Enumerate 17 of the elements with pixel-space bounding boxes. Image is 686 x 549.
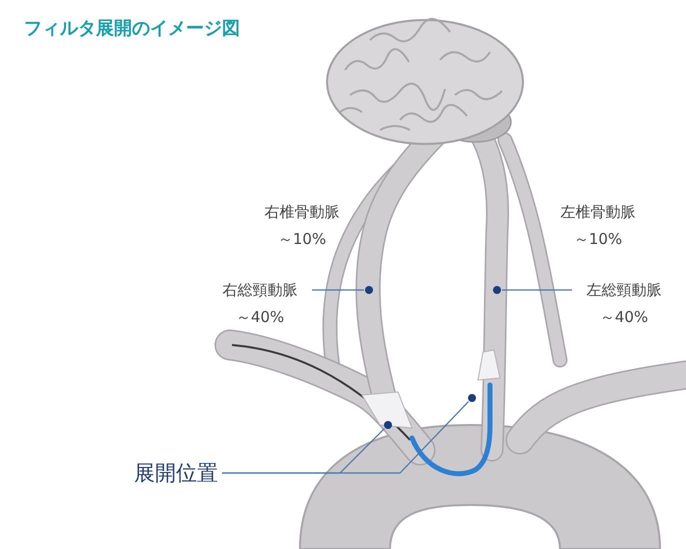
artery-name: 右総頸動脈 bbox=[222, 280, 298, 301]
percentage-text: ～10% bbox=[276, 230, 328, 249]
leader-dot bbox=[492, 285, 502, 295]
leader-dot bbox=[383, 420, 393, 430]
leader-line bbox=[222, 401, 469, 474]
artery-name: 左総頸動脈 bbox=[586, 280, 662, 301]
artery-name: 右椎骨動脈 bbox=[264, 203, 340, 222]
percentage-text: ～40% bbox=[234, 307, 286, 328]
percentage-text: ～10% bbox=[572, 230, 624, 249]
percentage-text: ～40% bbox=[598, 307, 650, 328]
leader-dot bbox=[467, 393, 477, 403]
title: フィルタ展開のイメージ図 bbox=[24, 17, 240, 40]
position-label: 展開位置 bbox=[133, 460, 219, 487]
leader-line bbox=[312, 289, 364, 291]
leader-dot bbox=[364, 285, 374, 295]
leader-line bbox=[502, 289, 572, 291]
artery-name: 左椎骨動脈 bbox=[560, 203, 636, 222]
